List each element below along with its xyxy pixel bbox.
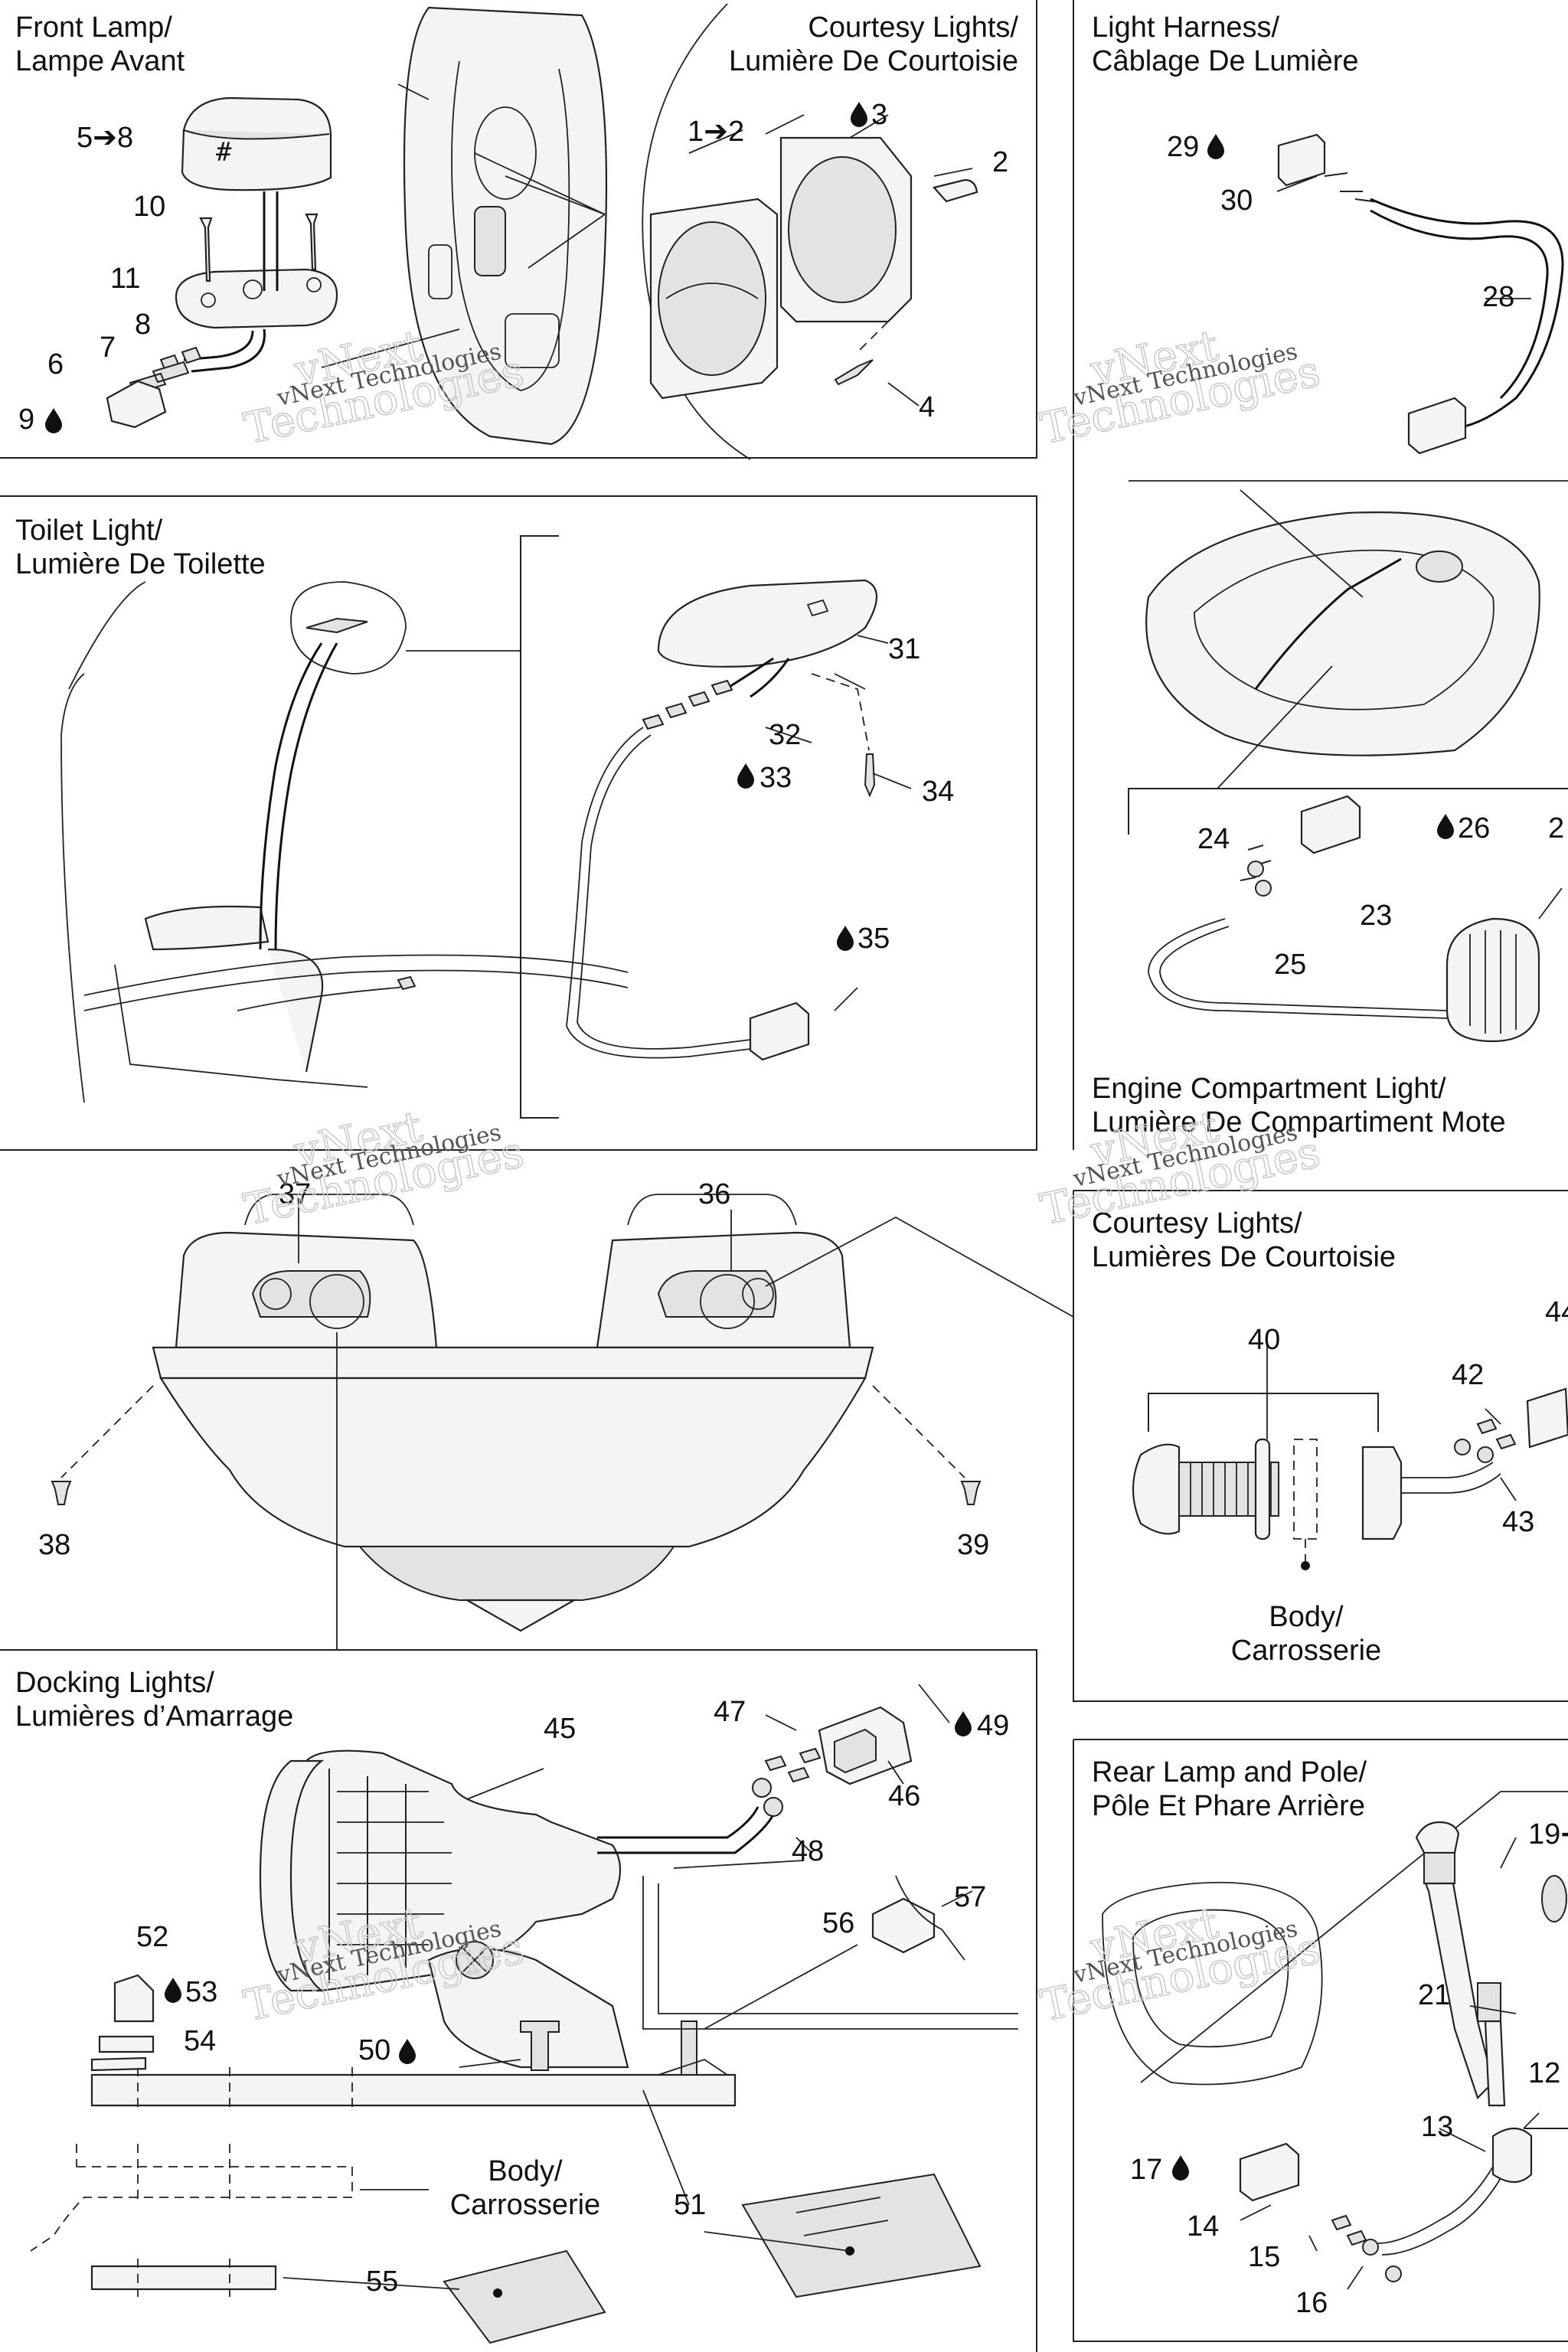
callout-5-8: 5➔8 — [77, 122, 133, 154]
callout-37: 37 — [279, 1178, 311, 1210]
callout-54: 54 — [184, 2025, 216, 2057]
callout-32: 32 — [769, 719, 801, 751]
callout-25: 25 — [1274, 949, 1306, 981]
toilet-light-title: Toilet Light/Lumière De Toilette — [15, 514, 266, 580]
callout-19: 19➔ — [1528, 1818, 1568, 1851]
callout-11: 11 — [110, 263, 140, 295]
callout-48: 48 — [792, 1835, 824, 1867]
callout-8: 8 — [135, 309, 151, 341]
svg-text:#: # — [216, 137, 232, 168]
callout-26: 26 — [1458, 812, 1490, 844]
callout-7: 7 — [100, 332, 116, 364]
callout-15: 15 — [1248, 2241, 1280, 2273]
body-note-side: Body/Carrosserie — [1231, 1601, 1381, 1667]
toilet-light-drawing — [60, 535, 912, 1119]
callout-34: 34 — [922, 776, 954, 808]
callout-52: 52 — [136, 1921, 168, 1953]
callout-33: 33 — [760, 762, 792, 794]
callout-12: 12 — [1528, 2057, 1560, 2089]
light-harness-title: Light Harness/Câblage De Lumière — [1092, 11, 1359, 77]
callout-43: 43 — [1502, 1506, 1534, 1538]
callout-27: 2 — [1548, 812, 1564, 844]
callout-labels: 5➔8 10 11 8 7 6 9 1➔2 3 2 4 29 30 28 31 … — [18, 99, 1568, 2319]
callout-42: 42 — [1452, 1359, 1484, 1391]
callout-47: 47 — [714, 1696, 746, 1728]
callout-3: 3 — [871, 99, 887, 131]
callout-29: 29 — [1167, 131, 1199, 163]
callout-23: 23 — [1360, 900, 1392, 932]
front-lamp-drawing: # — [106, 3, 751, 460]
callout-55: 55 — [366, 2265, 398, 2298]
callout-28: 28 — [1482, 281, 1514, 313]
callout-40: 40 — [1248, 1324, 1280, 1356]
docking-light-drawing — [30, 1684, 1018, 2344]
callout-49: 49 — [977, 1710, 1009, 1742]
body-notes: Body/Carrosserie Body/Carrosserie — [450, 1601, 1381, 2221]
callout-44: 44 — [1545, 1296, 1568, 1328]
rear-lamp-title: Rear Lamp and Pole/Pôle Et Phare Arrière — [1092, 1756, 1367, 1822]
callout-46: 46 — [888, 1780, 920, 1812]
callout-1-2: 1➔2 — [688, 116, 744, 148]
callout-57: 57 — [954, 1881, 986, 1913]
callout-17: 17 — [1130, 2154, 1162, 2186]
callout-39: 39 — [957, 1529, 989, 1561]
callout-36: 36 — [698, 1178, 730, 1210]
courtesy-top-title: Courtesy Lights/Lumière De Courtoisie — [729, 11, 1018, 77]
engine-compartment-title: Engine Compartment Light/Lumière De Comp… — [1092, 1073, 1506, 1138]
callout-13: 13 — [1421, 2111, 1453, 2143]
courtesy-side-drawing — [1132, 1344, 1568, 1570]
callout-56: 56 — [822, 1907, 854, 1939]
callout-16: 16 — [1295, 2287, 1328, 2319]
courtesy-side-title: Courtesy Lights/Lumières De Courtoisie — [1092, 1207, 1396, 1273]
docking-lights-title: Docking Lights/Lumières d’Amarrage — [15, 1667, 293, 1733]
callout-24: 24 — [1197, 823, 1230, 855]
callout-35: 35 — [858, 923, 890, 955]
callout-38: 38 — [38, 1529, 70, 1561]
callout-30: 30 — [1220, 185, 1253, 217]
callout-53: 53 — [185, 1976, 217, 2008]
front-lamp-title: Front Lamp/Lampe Avant — [15, 11, 185, 77]
rear-lamp-drawing — [1102, 1791, 1568, 2290]
callout-45: 45 — [544, 1713, 576, 1745]
callout-51: 51 — [674, 2189, 706, 2221]
light-harness-drawing — [1128, 133, 1568, 1043]
callout-50: 50 — [358, 2034, 390, 2066]
callout-2: 2 — [992, 146, 1008, 178]
callout-9: 9 — [18, 403, 34, 436]
body-note-docking: Body/Carrosserie — [450, 2155, 600, 2221]
boat-rear-view — [51, 1194, 1074, 1650]
callout-10: 10 — [133, 191, 165, 223]
panel-titles: Front Lamp/Lampe Avant Courtesy Lights/L… — [15, 11, 1506, 1822]
callout-21: 21 — [1418, 1979, 1450, 2011]
callout-4: 4 — [919, 391, 935, 423]
callout-14: 14 — [1187, 2210, 1219, 2243]
callout-6: 6 — [47, 348, 64, 381]
callout-31: 31 — [888, 633, 920, 665]
courtesy-top-drawing — [649, 114, 978, 407]
